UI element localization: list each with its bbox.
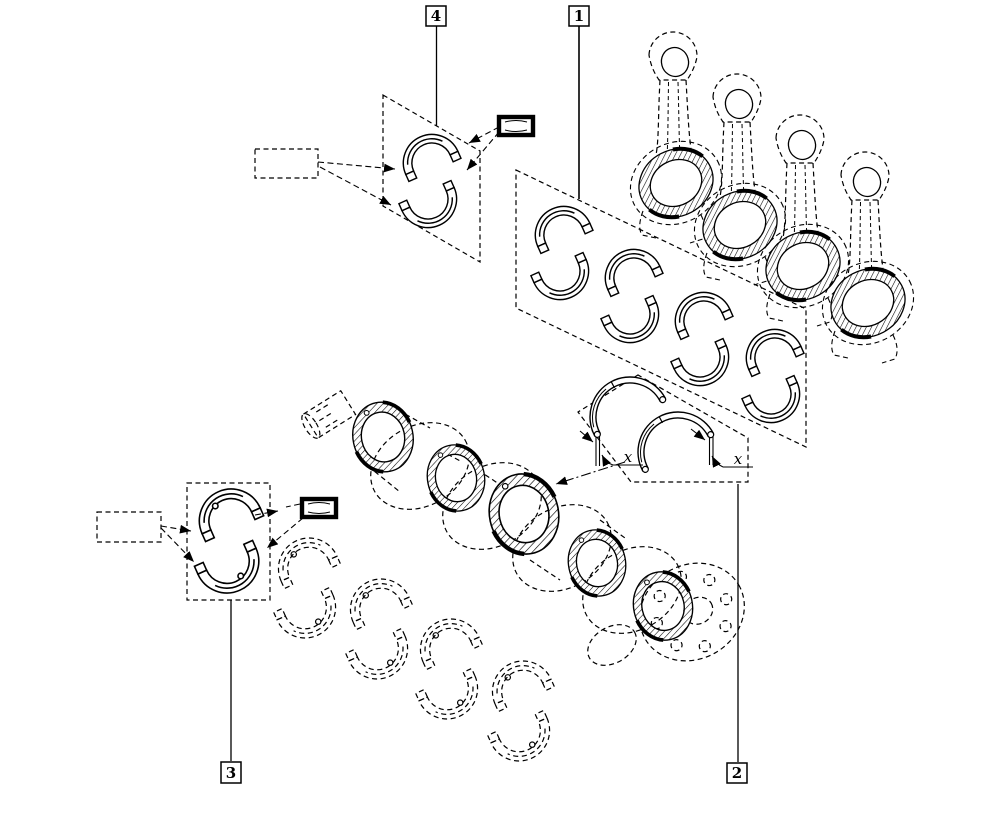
thickness-lines-right <box>708 436 714 465</box>
main-shell-detail-box-3 <box>96 479 336 761</box>
main-bearing-pair-3 <box>411 609 488 729</box>
leader-arrow <box>266 517 304 549</box>
dashed-frame-2 <box>577 374 749 483</box>
leader-arrow <box>254 504 301 515</box>
main-bearing-pair-2 <box>341 569 418 689</box>
leader-arrow <box>466 131 500 171</box>
callouts-group: 4 1 3 2 <box>220 5 748 784</box>
leader-arrow <box>160 527 195 563</box>
leader-arrow <box>468 126 500 144</box>
crankshaft-nose <box>301 389 357 439</box>
leader-arrow <box>317 161 396 173</box>
connecting-rods-group <box>613 29 931 365</box>
callout-3-label: 3 <box>226 764 236 782</box>
leader-arrow <box>711 455 724 468</box>
conrod-bearing-pair-4 <box>737 320 808 431</box>
thickness-mark-x-right: x <box>734 450 743 468</box>
callout-1-label: 1 <box>574 7 584 25</box>
main-bearing-pair-detail <box>189 479 269 603</box>
thrust-washer-box-2: x x <box>555 362 753 762</box>
connecting-rod-4 <box>805 149 931 365</box>
callout-2-label: 2 <box>732 764 742 782</box>
callout-4-label: 4 <box>431 7 441 25</box>
conrod-shell-detail-box-4 <box>254 26 533 264</box>
main-shells-row <box>269 528 560 771</box>
retaining-clip-icon-4 <box>499 117 533 135</box>
callout-2[interactable]: 2 <box>726 762 748 784</box>
main-bearing-pair-1 <box>269 528 346 648</box>
leader-arrow <box>690 428 706 441</box>
conrod-bearing-pair-detail <box>394 125 465 236</box>
part-label-placeholder-4 <box>254 148 319 179</box>
dashed-frame-3 <box>186 482 271 601</box>
thrust-washer-right <box>623 397 716 475</box>
callout-3[interactable]: 3 <box>220 761 242 784</box>
part-label-placeholder-3 <box>96 511 162 543</box>
retaining-clip-icon-3 <box>302 499 336 517</box>
callout-2-box[interactable] <box>726 762 748 784</box>
crankshaft-group <box>301 389 745 666</box>
callout-3-box[interactable] <box>220 761 242 784</box>
main-journal-2 <box>419 437 493 519</box>
leader-arrow <box>160 524 192 534</box>
main-journal-1 <box>344 394 422 480</box>
locator-line <box>555 461 626 485</box>
callout-1-box[interactable] <box>568 5 590 27</box>
conrod-bearing-pair-2 <box>596 240 667 351</box>
conrod-bearing-pair-3 <box>666 283 737 394</box>
conrod-shells-box-1 <box>515 26 809 448</box>
main-bearing-pair-4 <box>483 651 560 771</box>
leader-arrow <box>319 166 392 206</box>
thickness-lines-left <box>595 436 601 466</box>
main-journal-5 <box>625 564 701 648</box>
conrod-bearing-pair-1 <box>526 197 597 308</box>
callout-4-box[interactable] <box>425 5 447 27</box>
dashed-frame-4 <box>382 93 481 264</box>
dashed-frame-1 <box>515 169 807 448</box>
thickness-mark-x-left: x <box>624 448 633 466</box>
leader-arrow <box>601 454 614 467</box>
leader-arrow <box>579 430 594 443</box>
callout-1[interactable]: 1 <box>568 5 590 27</box>
callout-4[interactable]: 4 <box>425 5 447 27</box>
